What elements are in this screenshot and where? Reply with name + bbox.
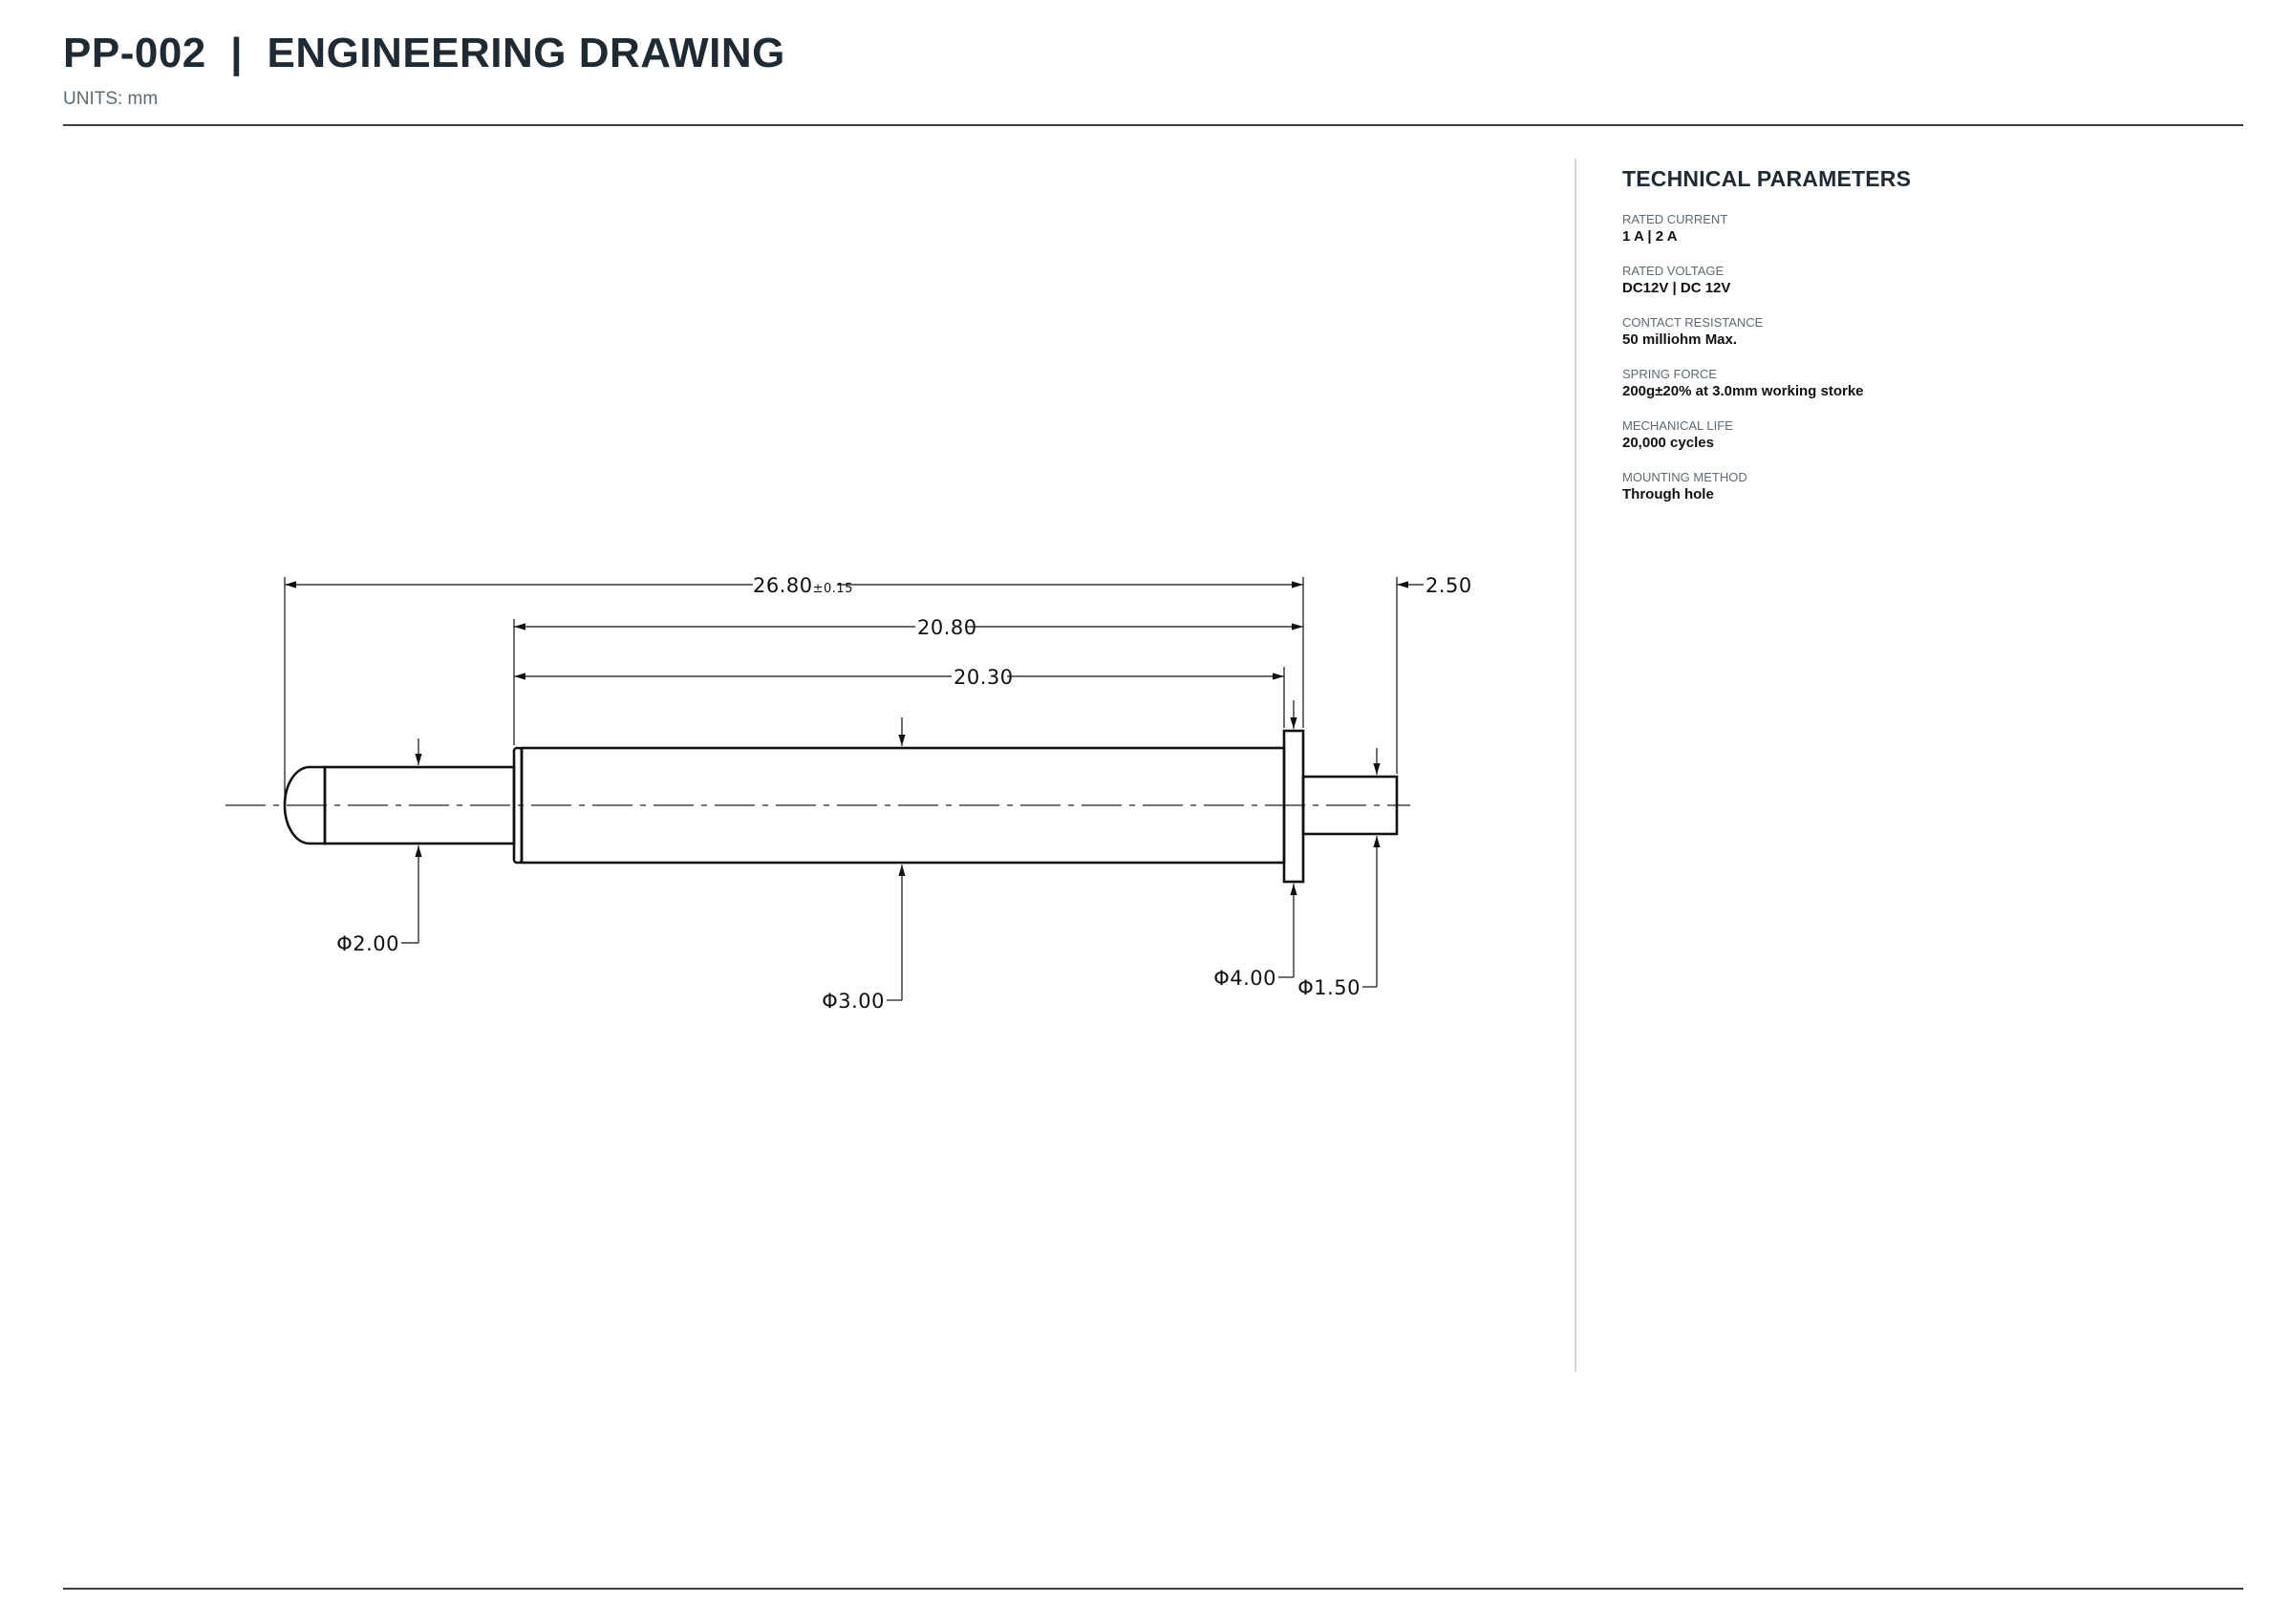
param-mounting-method: MOUNTING METHOD Through hole [1622,469,2196,503]
dia-barrel-text: Φ3.00 [822,990,885,1013]
param-rated-voltage: RATED VOLTAGE DC12V | DC 12V [1622,263,2196,297]
params-title: TECHNICAL PARAMETERS [1622,166,1912,191]
dim-tail-text: 2.50 [1425,574,1472,597]
param-value: 20,000 cycles [1622,435,1714,451]
units-label: UNITS: mm [63,89,159,109]
flange [1282,729,1305,884]
param-value: 200g±20% at 3.0mm working storke [1622,383,1864,399]
extension-lines [284,577,1398,802]
tail [1301,775,1399,836]
param-label: RATED VOLTAGE [1622,264,1725,278]
dia-plunger-text: Φ2.00 [336,932,399,955]
param-spring-force: SPRING FORCE 200g±20% at 3.0mm working s… [1622,366,2196,400]
engineering-drawing: 26.80±0.15 20.80 20.30 2.50 Φ2.00 Φ3.00 … [225,574,1472,1013]
param-contact-resistance: CONTACT RESISTANCE 50 milliohm Max. [1622,314,2196,349]
param-value: 1 A | 2 A [1622,228,1678,245]
header: PP-002 | ENGINEERING DRAWING UNITS: mm [63,29,2243,111]
param-label: RATED CURRENT [1622,212,1728,226]
dia-tail-text: Φ1.50 [1297,976,1361,999]
pin-outline [283,729,1399,884]
param-label: CONTACT RESISTANCE [1622,315,1764,330]
dim-barrel-flange-text: 20.80 [917,616,977,639]
param-mechanical-life: MECHANICAL LIFE 20,000 cycles [1622,417,2196,452]
param-label: MECHANICAL LIFE [1622,418,1733,433]
dimension-lines [285,581,1424,680]
diameter-leaders [401,700,1381,1001]
param-value: Through hole [1622,486,1714,502]
param-value: DC12V | DC 12V [1622,280,1731,296]
footer-divider [63,1588,2243,1590]
header-divider [63,124,2243,126]
param-label: MOUNTING METHOD [1622,470,1747,484]
plunger-tip [283,765,327,845]
dim-barrel-text: 20.30 [954,666,1014,689]
param-value: 50 milliohm Max. [1622,331,1738,348]
technical-parameters-panel: TECHNICAL PARAMETERS RATED CURRENT 1 A |… [1622,166,2196,521]
vertical-divider [1575,159,1576,1372]
dia-flange-text: Φ4.00 [1213,967,1276,990]
param-rated-current: RATED CURRENT 1 A | 2 A [1622,211,2196,246]
dim-overall-text: 26.80±0.15 [753,574,853,597]
page-title: PP-002 | ENGINEERING DRAWING [63,30,785,76]
param-label: SPRING FORCE [1622,367,1717,381]
